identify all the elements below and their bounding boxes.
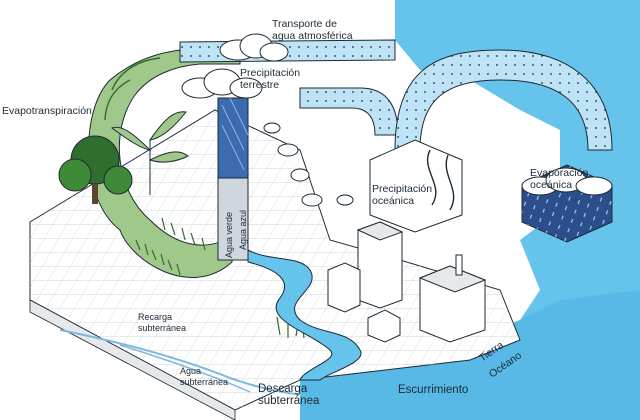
city	[327, 221, 487, 343]
precip-land-label-line2: terrestre	[240, 79, 279, 91]
precip-ocean-label-line1: Precipitación	[372, 183, 432, 195]
river	[247, 249, 362, 381]
coast-rocks	[263, 122, 354, 207]
transport-label-line2: agua atmosférica	[272, 30, 353, 42]
cloud-transport	[219, 33, 289, 62]
land-arc-dots	[300, 88, 398, 135]
cloud-land	[181, 68, 263, 99]
groundwater-flow-2	[119, 344, 251, 393]
evapotranspiration-label: Evapotranspiración	[2, 105, 92, 117]
green-water-band	[88, 47, 241, 278]
groundwater-flow	[59, 329, 306, 396]
cloud-ocean	[521, 167, 613, 196]
reeds	[276, 316, 305, 339]
runoff-label: Escurrimiento	[398, 384, 468, 396]
land-front-face	[29, 299, 236, 420]
green-swirl	[111, 57, 161, 91]
ocean-precip-swirl	[427, 149, 437, 206]
ocean-precipitation-hex	[369, 139, 463, 233]
precip-ocean-label-line2: oceánica	[372, 195, 414, 207]
banana-plant	[110, 111, 189, 195]
forest	[58, 135, 133, 204]
crops	[135, 217, 206, 276]
blue-water-lines	[221, 97, 249, 171]
discharge-label-line2: subterránea	[258, 395, 320, 407]
ocean-arc-dots	[395, 50, 612, 150]
discharge-label-line1: Descarga	[258, 383, 308, 395]
blue-water-label: Agua azul	[238, 210, 248, 250]
recharge-label-line2: subterránea	[138, 323, 186, 333]
green-swirl-2	[104, 79, 131, 121]
evap-ocean-label-line1: Evaporación	[530, 167, 589, 179]
blue-water-column	[217, 97, 249, 179]
evap-ocean-label-line2: oceánica	[530, 179, 572, 191]
soil-column	[217, 177, 249, 261]
recharge-label-line1: Recarga	[138, 312, 172, 322]
groundwater-label-line1: Agua	[180, 366, 201, 376]
transport-label-line1: Transporte de	[272, 18, 337, 30]
ocean-precip-swirl-2	[445, 154, 455, 211]
green-water-label: Agua verde	[224, 212, 234, 258]
precip-land-label-line1: Precipitación	[240, 67, 300, 79]
groundwater-label-line2: subterránea	[180, 377, 228, 387]
